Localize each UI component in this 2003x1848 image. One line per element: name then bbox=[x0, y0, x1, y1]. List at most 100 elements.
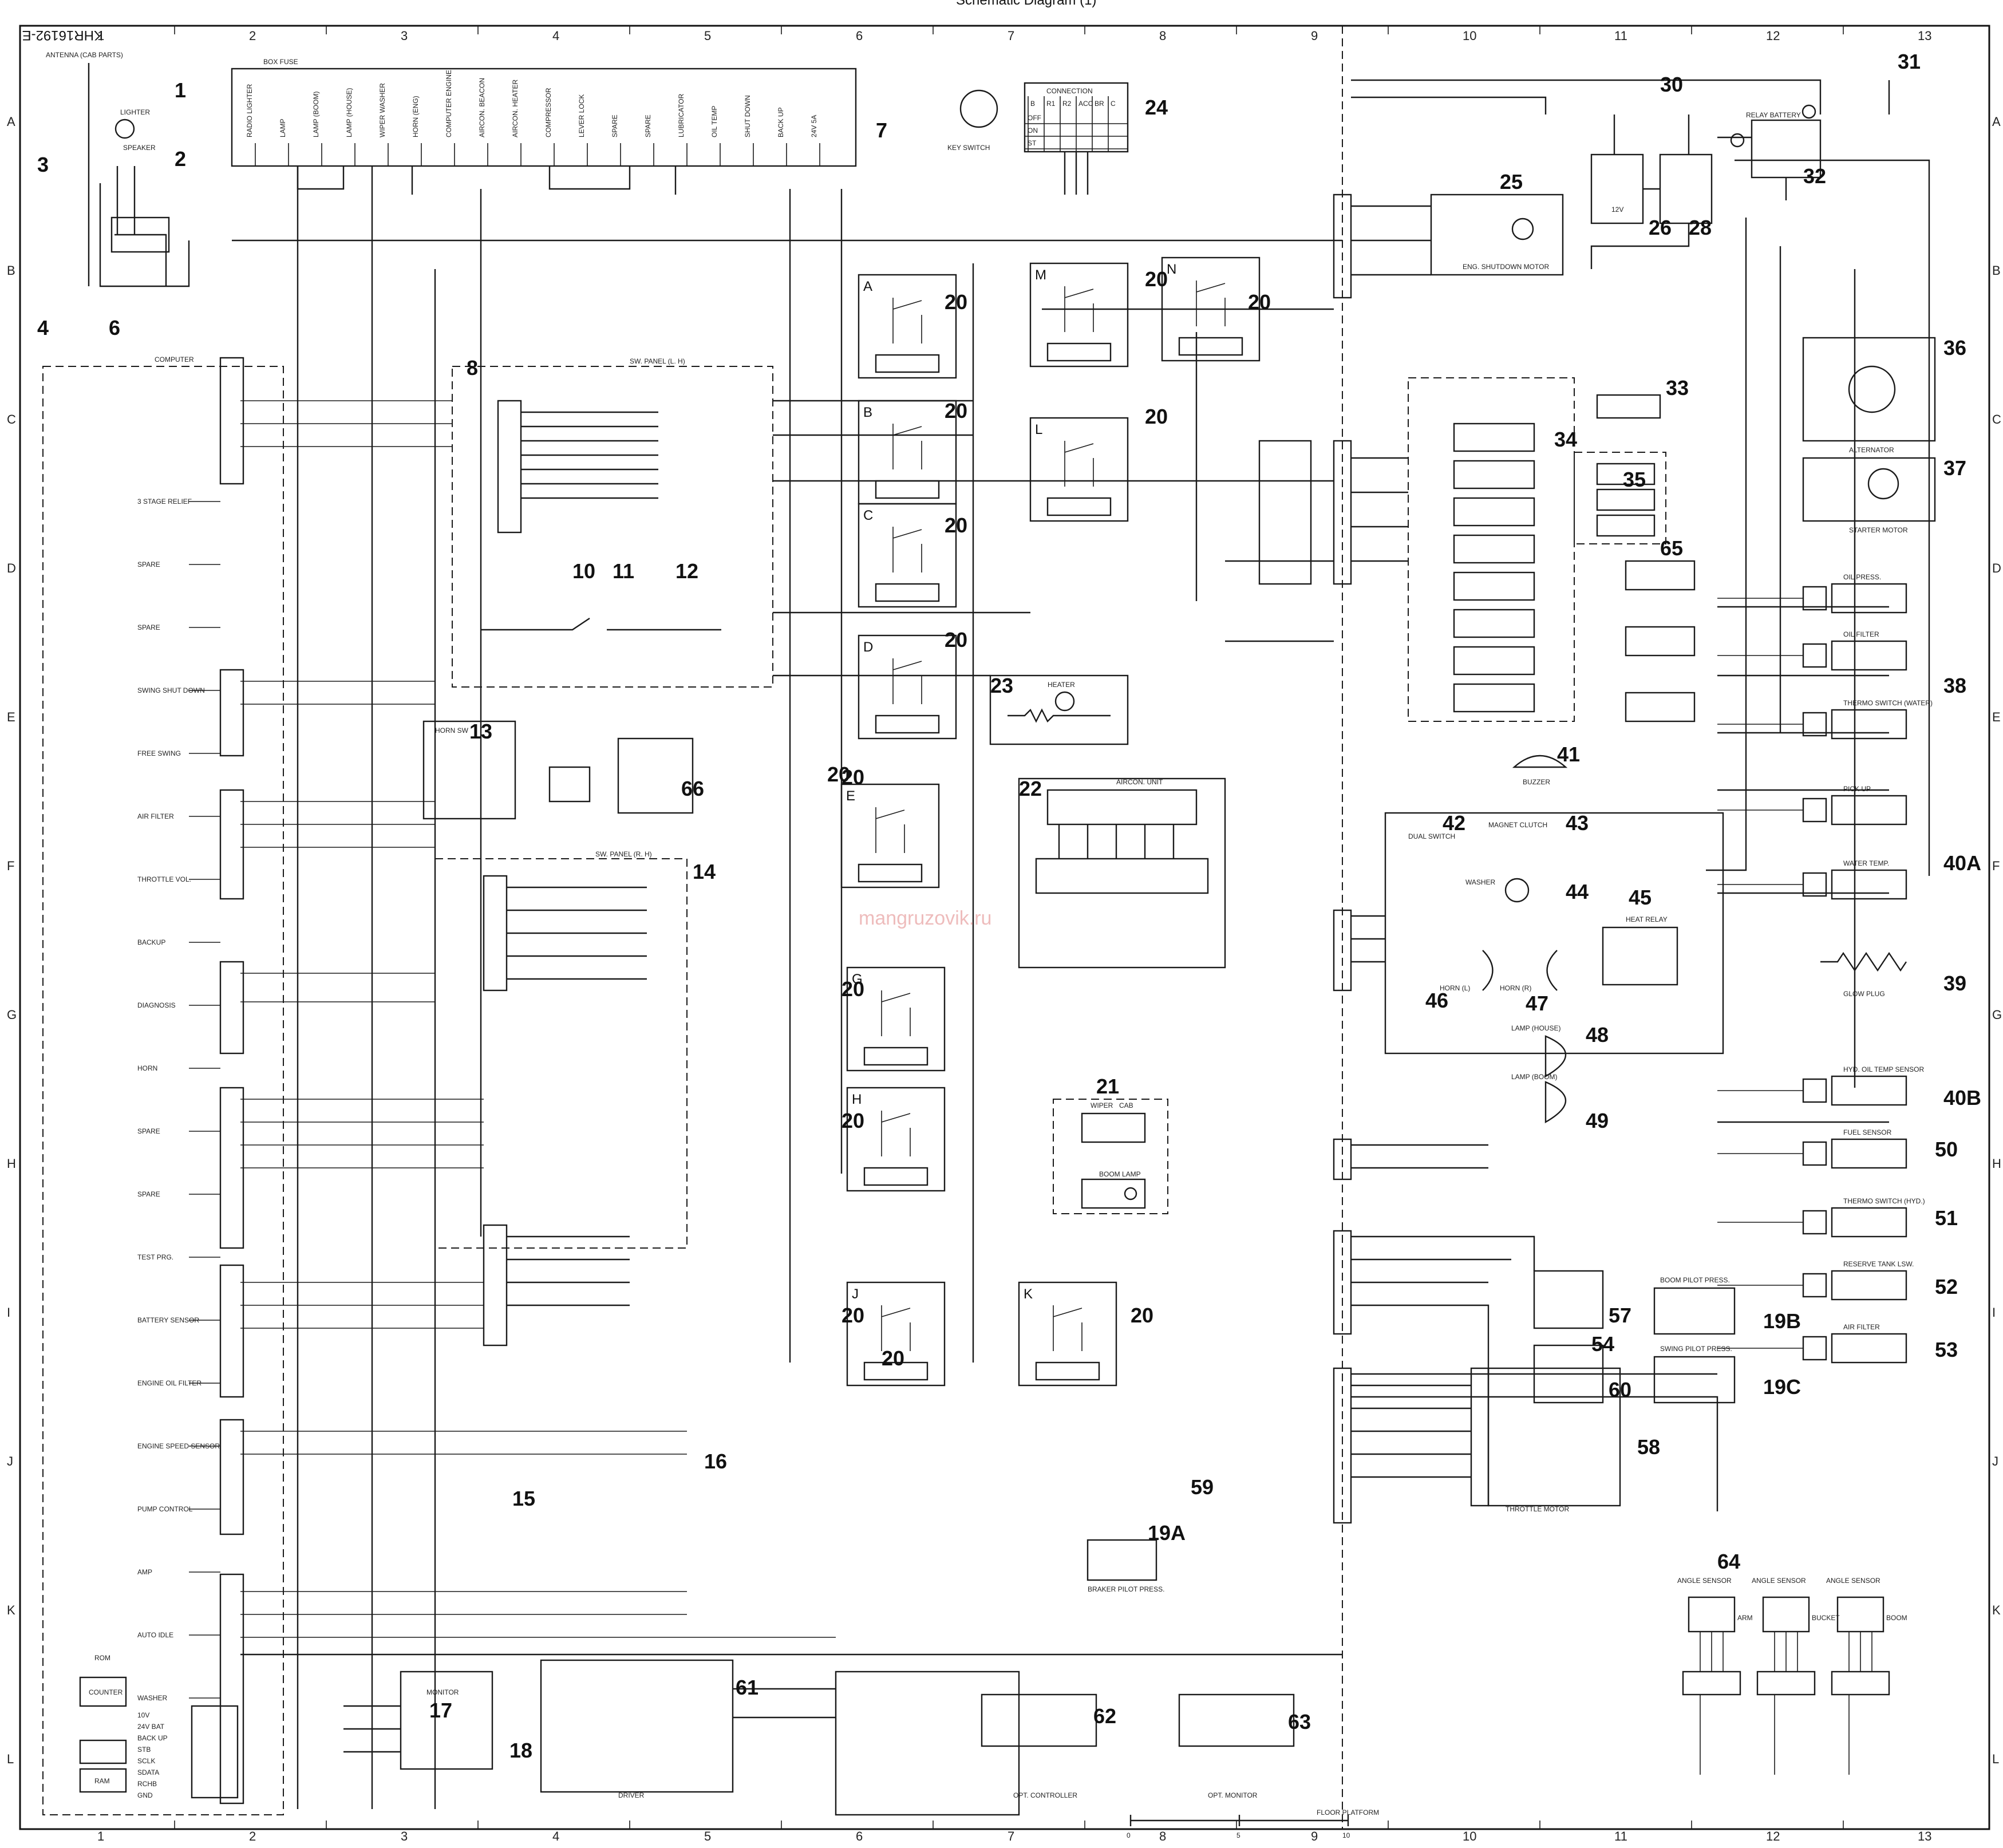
component-number: 25 bbox=[1500, 170, 1523, 194]
monitor-label: MONITOR bbox=[426, 1688, 459, 1696]
sensor-label: THERMO SWITCH (WATER) bbox=[1843, 699, 1933, 707]
grid-row-label: J bbox=[1992, 1454, 1998, 1468]
component-number: 49 bbox=[1586, 1109, 1609, 1132]
relay-letter: A bbox=[863, 279, 872, 294]
switch-panel-right: SW. PANEL (R. H) bbox=[434, 850, 688, 1346]
angle-sensor-name: BOOM bbox=[1886, 1614, 1907, 1622]
swing-pilot-press-label: SWING PILOT PRESS. bbox=[1660, 1345, 1732, 1353]
component-number-relay: 20 bbox=[1248, 290, 1271, 314]
horn-sw-label: HORN SW bbox=[435, 726, 469, 735]
monitor-pin-label: SCLK bbox=[137, 1757, 155, 1765]
sensor-connector bbox=[1802, 1141, 1827, 1166]
wire-bus bbox=[232, 79, 1930, 1809]
component-number: 10 bbox=[572, 559, 595, 583]
relay-d: D bbox=[858, 634, 957, 740]
fuse-item-label: BACK UP bbox=[777, 107, 785, 137]
grid-column-label: 9 bbox=[1311, 29, 1318, 43]
grid-row-label: F bbox=[1992, 859, 2000, 873]
fuse-item-label: AIRCON. HEATER bbox=[511, 80, 519, 137]
component-number: 64 bbox=[1717, 1550, 1740, 1573]
main-connector bbox=[1258, 194, 1352, 1524]
grid-column-label: 12 bbox=[1766, 29, 1780, 43]
boom-pilot-press-label: BOOM PILOT PRESS. bbox=[1660, 1276, 1730, 1284]
component-number: 63 bbox=[1288, 1710, 1311, 1734]
relay-letter: H bbox=[852, 1092, 862, 1107]
grid-column-label: 1 bbox=[97, 29, 104, 43]
sensor-thermo-switch-hyd: THERMO SWITCH (HYD.) bbox=[1717, 1197, 1925, 1238]
computer-pin-label: ENGINE OIL FILTER bbox=[137, 1379, 202, 1387]
component-number-relay: 20 bbox=[842, 977, 864, 1001]
monitor-pin-label: GND bbox=[137, 1791, 153, 1799]
component-number: 35 bbox=[1623, 468, 1646, 491]
battery-12v-label: 12V bbox=[1611, 206, 1623, 214]
sensor-connector bbox=[1802, 797, 1827, 823]
fuse-item-label: HORN (ENG) bbox=[412, 96, 420, 137]
angle-sensor-label: ANGLE SENSOR bbox=[1826, 1577, 1880, 1585]
component-number: 7 bbox=[876, 119, 887, 142]
fuse-item-label: LAMP (HOUSE) bbox=[345, 88, 353, 137]
sheet-frame bbox=[19, 25, 1990, 1830]
component-number: 26 bbox=[1649, 216, 1672, 239]
component-number: 33 bbox=[1666, 376, 1689, 400]
key-switch-label: KEY SWITCH bbox=[947, 144, 990, 152]
eng-shutdown-label: ENG. SHUTDOWN MOTOR bbox=[1463, 263, 1549, 271]
fuse-item-label: COMPRESSOR bbox=[544, 88, 552, 137]
grid-column-label: 13 bbox=[1918, 29, 1931, 43]
grid-row-label: H bbox=[7, 1156, 16, 1171]
component-number: 23 bbox=[990, 674, 1013, 697]
buzzer-label: BUZZER bbox=[1523, 778, 1550, 786]
key-switch-column: R2 bbox=[1062, 100, 1072, 108]
component-number-relay: 20 bbox=[945, 628, 967, 651]
component-number: 32 bbox=[1803, 164, 1826, 188]
sensor-label: PICK UP bbox=[1843, 785, 1871, 793]
fuse-item-label: SPARE bbox=[611, 114, 619, 137]
component-number: 58 bbox=[1637, 1435, 1660, 1459]
driver-label: DRIVER bbox=[618, 1791, 645, 1799]
grid-row-label: H bbox=[1992, 1156, 2001, 1171]
boom-lamp-label: BOOM LAMP bbox=[1099, 1170, 1141, 1178]
grid-column-label: 1 bbox=[97, 1829, 104, 1843]
grid-row-label: L bbox=[7, 1752, 14, 1766]
fuse-item-label: 24V 5A bbox=[810, 115, 818, 137]
relay-letter: J bbox=[852, 1286, 859, 1302]
component-number: 52 bbox=[1935, 1275, 1958, 1298]
opt-controller-label: OPT. CONTROLLER bbox=[1013, 1791, 1077, 1799]
monitor-pin-label: SDATA bbox=[137, 1768, 159, 1776]
fuse-item-label: LAMP bbox=[279, 119, 287, 137]
component-number: 22 bbox=[1019, 777, 1042, 800]
relay-contact bbox=[1196, 281, 1226, 326]
sensor-pick-up: PICK UP bbox=[1717, 785, 1907, 826]
key-switch-column: B bbox=[1030, 100, 1035, 108]
relay-box bbox=[1029, 417, 1129, 522]
glow-plug-label: GLOW PLUG bbox=[1843, 990, 1885, 998]
relay-h: H bbox=[846, 1087, 946, 1192]
angle-sensor-name: BUCKET bbox=[1812, 1614, 1840, 1622]
lamp-boom-label: LAMP (BOOM) bbox=[1511, 1073, 1557, 1081]
pressure-switch bbox=[1453, 609, 1535, 638]
component-number: 59 bbox=[1191, 1475, 1214, 1499]
computer-label: COMPUTER bbox=[155, 356, 194, 364]
pressure-switch bbox=[1453, 646, 1535, 676]
key-switch-column: R1 bbox=[1046, 100, 1056, 108]
scale-bar: 0 5 10 bbox=[1127, 1815, 1350, 1839]
grid-row-label: G bbox=[7, 1008, 17, 1022]
component-number: 24 bbox=[1145, 96, 1168, 119]
relay-c: C bbox=[858, 503, 957, 608]
component-number: 19B bbox=[1763, 1309, 1801, 1333]
grid-column-label: 6 bbox=[856, 1829, 863, 1843]
relay-connector bbox=[863, 1361, 929, 1381]
computer-pin-label: FREE SWING bbox=[137, 749, 181, 757]
computer-pin-label: THROTTLE VOL. bbox=[137, 875, 191, 883]
watermark: mangruzovik.ru bbox=[859, 907, 991, 929]
relay-connector bbox=[875, 354, 940, 373]
sensor-label: WATER TEMP. bbox=[1843, 859, 1889, 867]
sensor-connector bbox=[1802, 1336, 1827, 1361]
pressure-switch bbox=[1453, 534, 1535, 564]
grid-row-label: J bbox=[7, 1454, 13, 1468]
component-number: 53 bbox=[1935, 1338, 1958, 1361]
